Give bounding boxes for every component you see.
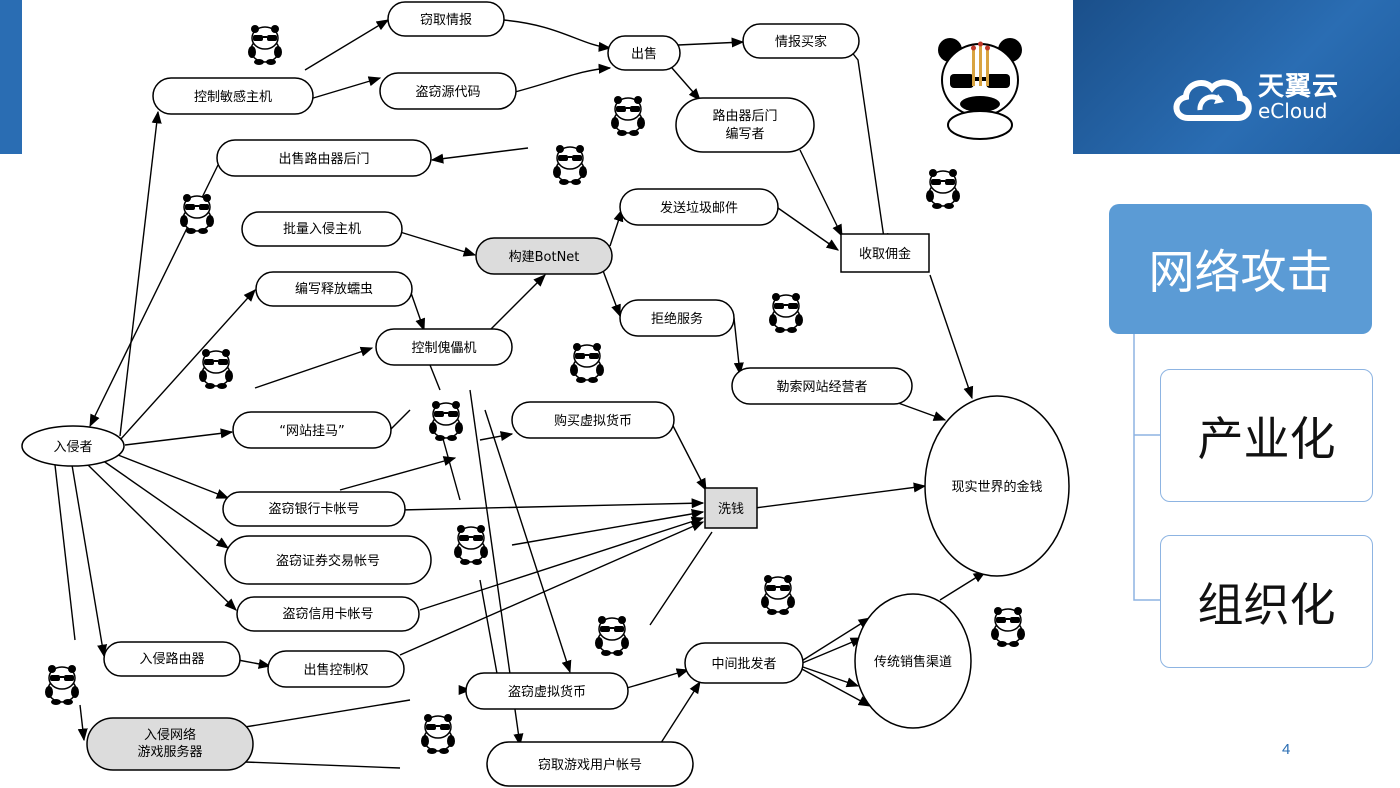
svg-text:窃取情报: 窃取情报 bbox=[420, 12, 472, 28]
brand-en: eCloud bbox=[1258, 99, 1328, 123]
svg-text:现实世界的金钱: 现实世界的金钱 bbox=[951, 479, 1042, 495]
sunglasses-panda-icon bbox=[420, 713, 456, 755]
node-steal-virtual: 盗窃虚拟货币 bbox=[465, 672, 629, 710]
svg-text:盗窃源代码: 盗窃源代码 bbox=[415, 84, 480, 100]
brand-text: 天翼云 eCloud bbox=[1258, 74, 1339, 122]
attack-diagram: 窃取情报 出售 情报买家 控制敏感主机 盗窃源代码 路由器后门 编写者 出售路由… bbox=[21, 1, 1070, 787]
node-steal-credit: 盗窃信用卡帐号 bbox=[236, 596, 420, 632]
node-steal-info: 窃取情报 bbox=[387, 1, 505, 37]
node-invade-router: 入侵路由器 bbox=[103, 641, 241, 677]
node-send-spam: 发送垃圾邮件 bbox=[619, 188, 779, 226]
sunglasses-panda-icon bbox=[569, 342, 605, 384]
svg-text:“网站挂马”: “网站挂马” bbox=[279, 424, 344, 439]
sunglasses-panda-icon bbox=[179, 193, 215, 235]
node-sell-control: 出售控制权 bbox=[267, 650, 405, 688]
sunglasses-panda-icon bbox=[428, 400, 464, 442]
category-sub-industrialization: 产业化 bbox=[1160, 369, 1373, 502]
svg-text:传统销售渠道: 传统销售渠道 bbox=[874, 654, 952, 670]
svg-text:游戏服务器: 游戏服务器 bbox=[137, 744, 202, 760]
svg-text:收取佣金: 收取佣金 bbox=[859, 246, 911, 262]
svg-text:发送垃圾邮件: 发送垃圾邮件 bbox=[660, 200, 738, 216]
left-accent-bar bbox=[0, 0, 22, 154]
svg-text:编写者: 编写者 bbox=[725, 127, 764, 142]
node-middle-wholesaler: 中间批发者 bbox=[684, 642, 804, 684]
svg-text:窃取游戏用户帐号: 窃取游戏用户帐号 bbox=[538, 757, 642, 773]
svg-text:控制傀儡机: 控制傀儡机 bbox=[411, 340, 476, 356]
node-batch-invade: 批量入侵主机 bbox=[241, 211, 403, 247]
node-info-buyer: 情报买家 bbox=[742, 23, 860, 59]
node-steal-game-account: 窃取游戏用户帐号 bbox=[486, 741, 694, 787]
page-number: 4 bbox=[1282, 741, 1291, 758]
node-real-money: 现实世界的金钱 bbox=[924, 395, 1070, 577]
svg-text:盗窃信用卡帐号: 盗窃信用卡帐号 bbox=[282, 606, 373, 622]
sunglasses-panda-icon bbox=[925, 168, 961, 210]
sunglasses-panda-icon bbox=[552, 144, 588, 186]
panda-mascot-icon bbox=[938, 38, 1022, 140]
svg-text:构建BotNet: 构建BotNet bbox=[509, 250, 580, 265]
svg-text:出售: 出售 bbox=[631, 46, 657, 62]
sunglasses-panda-icon bbox=[44, 664, 80, 706]
svg-text:购买虚拟货币: 购买虚拟货币 bbox=[554, 413, 632, 429]
sunglasses-panda-icon bbox=[760, 574, 796, 616]
svg-text:入侵者: 入侵者 bbox=[53, 439, 92, 455]
svg-text:勒索网站经营者: 勒索网站经营者 bbox=[776, 380, 867, 395]
svg-text:盗窃证券交易帐号: 盗窃证券交易帐号 bbox=[276, 553, 380, 569]
svg-text:编写释放蠕虫: 编写释放蠕虫 bbox=[295, 282, 373, 297]
svg-text:入侵网络: 入侵网络 bbox=[144, 727, 196, 743]
svg-text:入侵路由器: 入侵路由器 bbox=[139, 651, 204, 667]
brand-header: 天翼云 eCloud bbox=[1073, 0, 1400, 154]
sunglasses-panda-icon bbox=[594, 615, 630, 657]
node-build-botnet: 构建BotNet bbox=[475, 237, 613, 275]
svg-text:盗窃银行卡帐号: 盗窃银行卡帐号 bbox=[268, 501, 359, 517]
sunglasses-panda-icon bbox=[610, 95, 646, 137]
svg-text:路由器后门: 路由器后门 bbox=[712, 108, 777, 124]
node-sell: 出售 bbox=[607, 35, 681, 71]
node-steal-securities: 盗窃证券交易帐号 bbox=[224, 535, 432, 585]
node-buy-virtual: 购买虚拟货币 bbox=[511, 401, 675, 439]
svg-text:拒绝服务: 拒绝服务 bbox=[651, 311, 703, 327]
sunglasses-panda-icon bbox=[247, 24, 283, 66]
category-sub-organization: 组织化 bbox=[1160, 535, 1373, 668]
node-invade-game-server: 入侵网络 游戏服务器 bbox=[86, 717, 254, 771]
node-commission: 收取佣金 bbox=[840, 233, 930, 273]
node-web-trojan: “网站挂马” bbox=[232, 411, 392, 449]
node-launder: 洗钱 bbox=[704, 487, 758, 529]
svg-text:批量入侵主机: 批量入侵主机 bbox=[283, 221, 361, 237]
svg-text:盗窃虚拟货币: 盗窃虚拟货币 bbox=[508, 684, 586, 700]
node-steal-bank: 盗窃银行卡帐号 bbox=[222, 491, 406, 527]
svg-text:洗钱: 洗钱 bbox=[718, 502, 744, 517]
node-control-puppet: 控制傀儡机 bbox=[375, 328, 513, 366]
sunglasses-panda-icon bbox=[990, 606, 1026, 648]
svg-text:出售控制权: 出售控制权 bbox=[303, 662, 368, 678]
category-main: 网络攻击 bbox=[1109, 204, 1372, 334]
node-traditional-channel: 传统销售渠道 bbox=[854, 593, 972, 729]
node-dos: 拒绝服务 bbox=[619, 299, 735, 337]
sunglasses-panda-icon bbox=[768, 292, 804, 334]
node-sell-router-backdoor: 出售路由器后门 bbox=[216, 139, 432, 177]
node-extort: 勒索网站经营者 bbox=[731, 367, 913, 405]
svg-text:中间批发者: 中间批发者 bbox=[711, 656, 776, 672]
node-intruder: 入侵者 bbox=[21, 425, 125, 467]
sunglasses-panda-icon bbox=[453, 524, 489, 566]
node-write-worm: 编写释放蠕虫 bbox=[255, 271, 413, 307]
brand-cn: 天翼云 bbox=[1258, 72, 1340, 102]
node-control-sensitive: 控制敏感主机 bbox=[152, 77, 314, 115]
ecloud-logo-icon bbox=[1173, 79, 1252, 121]
sunglasses-panda-icon bbox=[198, 348, 234, 390]
svg-text:出售路由器后门: 出售路由器后门 bbox=[278, 151, 369, 167]
node-steal-source: 盗窃源代码 bbox=[379, 72, 517, 110]
svg-text:情报买家: 情报买家 bbox=[775, 34, 827, 50]
svg-text:控制敏感主机: 控制敏感主机 bbox=[194, 89, 272, 105]
node-router-backdoor-writer: 路由器后门 编写者 bbox=[675, 97, 815, 153]
